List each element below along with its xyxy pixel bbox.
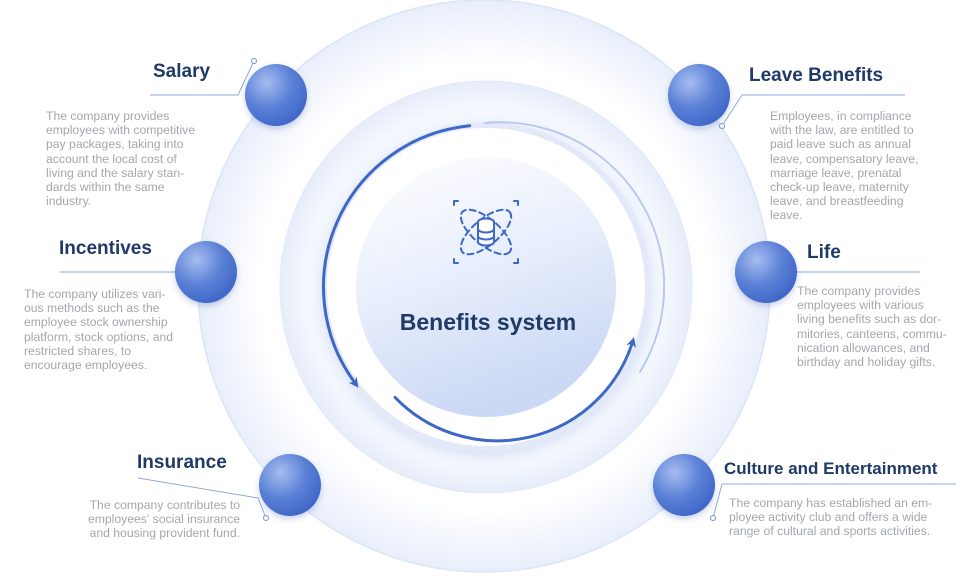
node-insurance — [259, 454, 321, 516]
benefit-nodes — [175, 64, 797, 516]
connector-dot-culture — [710, 515, 716, 521]
connector-dot-salary — [251, 58, 257, 64]
center-title: Benefits system — [399, 309, 577, 335]
connector-leave — [721, 94, 905, 127]
connector-dot-leave — [719, 123, 725, 129]
benefit-desc-leave: Employees, in compliance with the law, a… — [770, 109, 919, 223]
connector-insurance — [137, 477, 267, 519]
node-leave — [668, 64, 730, 126]
benefit-title-incentives: Incentives — [59, 238, 152, 259]
database-orbit-icon — [453, 200, 519, 264]
benefit-desc-insurance: The company contributes to employees' so… — [87, 498, 240, 541]
benefit-title-life: Life — [807, 242, 841, 263]
node-salary — [245, 64, 307, 126]
node-life — [735, 241, 797, 303]
connector-salary — [150, 60, 255, 96]
benefit-desc-culture: The company has established an em- ploye… — [729, 496, 933, 539]
center-disc — [356, 157, 616, 417]
benefit-title-leave: Leave Benefits — [749, 65, 884, 86]
connector-culture — [712, 483, 956, 519]
benefit-desc-incentives: The company utilizes vari- ous methods s… — [24, 287, 174, 373]
benefit-title-culture: Culture and Entertainment — [724, 459, 938, 478]
cycle-arc-right — [484, 121, 666, 373]
node-culture — [653, 454, 715, 516]
benefit-title-insurance: Insurance — [137, 452, 227, 473]
connector-lines — [60, 58, 956, 521]
benefit-desc-salary: The company provides employees with comp… — [46, 109, 196, 209]
cycle-arrow-bottom — [393, 337, 636, 443]
node-incentives — [175, 241, 237, 303]
connector-dot-insurance — [263, 515, 269, 521]
cycle-arrow-left — [321, 124, 472, 388]
benefit-desc-life: The company provides employees with vari… — [797, 284, 947, 370]
benefit-title-salary: Salary — [153, 61, 211, 82]
